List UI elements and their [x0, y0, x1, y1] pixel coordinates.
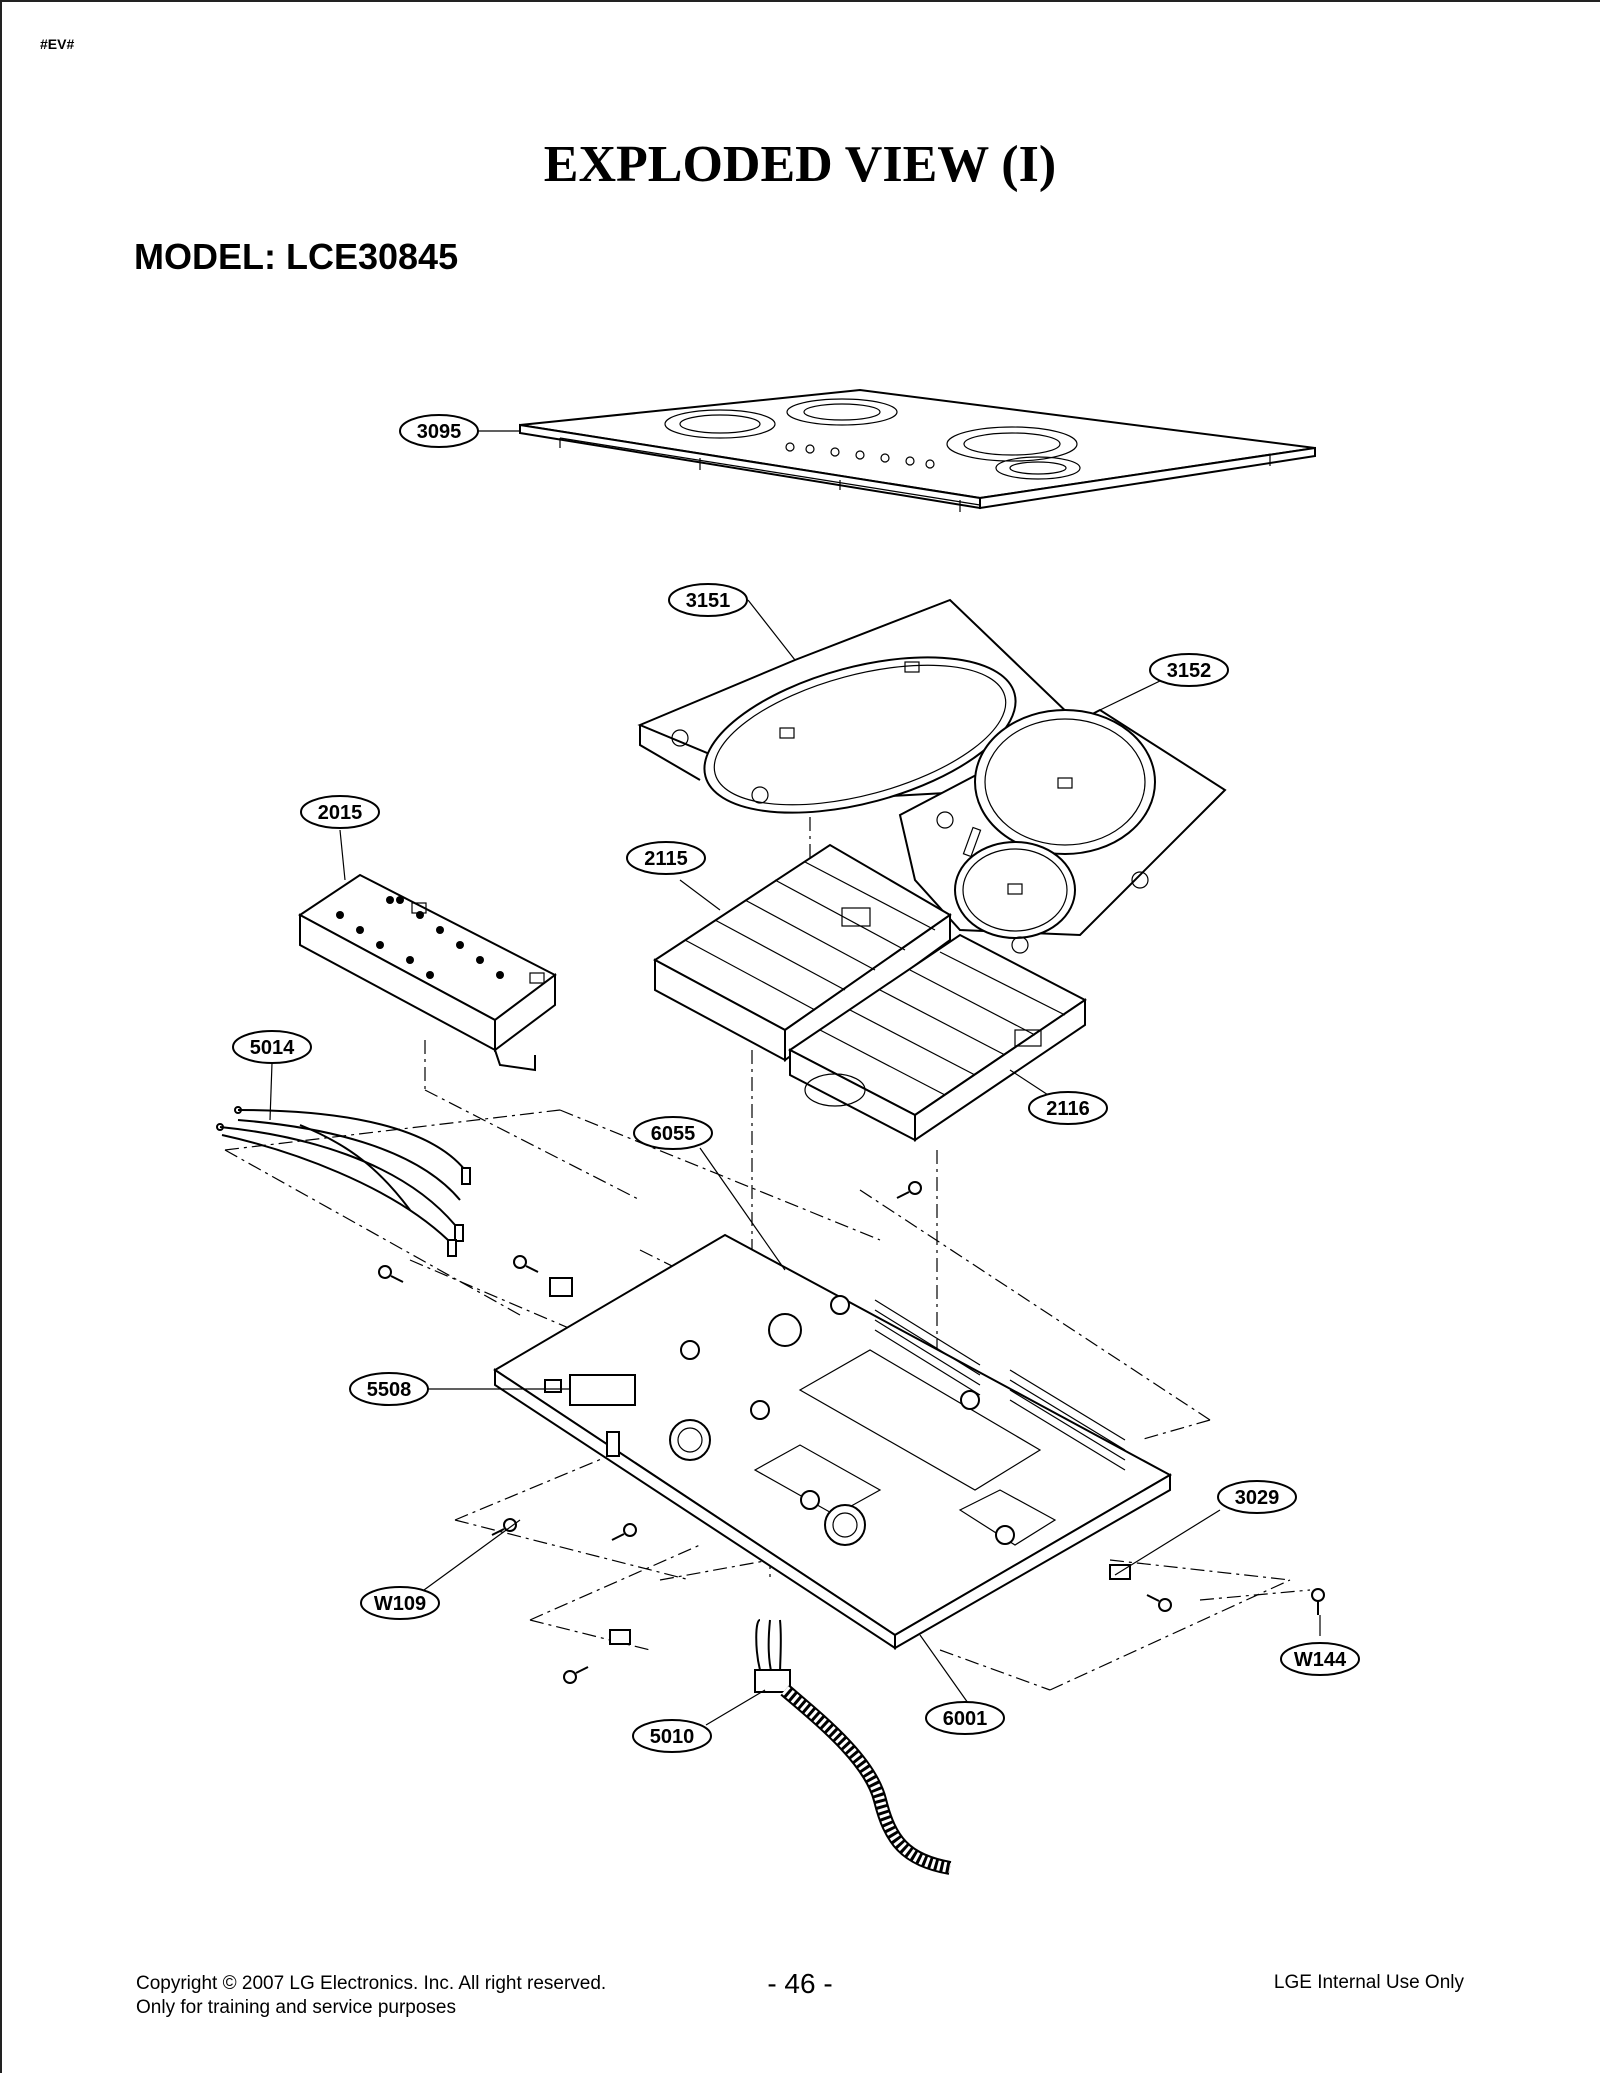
page-title: EXPLODED VIEW (I)	[543, 136, 1057, 193]
standoffs	[669, 1295, 1015, 1546]
part-2115-module	[653, 843, 952, 1062]
svg-text:3151: 3151	[686, 590, 731, 612]
callout-W144: W144	[1280, 1642, 1360, 1676]
vent-grill	[874, 1299, 1126, 1471]
page-border-left	[0, 0, 2, 2073]
callout-5010: 5010	[632, 1719, 712, 1753]
page-number: - 46 -	[767, 1968, 833, 1999]
page-border-top	[0, 0, 1600, 2]
callout-W109: W109	[360, 1586, 440, 1620]
part-5014-wire-harness	[216, 1106, 471, 1257]
callout-2015: 2015	[300, 795, 380, 829]
svg-text:6055: 6055	[651, 1123, 696, 1145]
svg-text:W109: W109	[374, 1593, 426, 1615]
callout-2115: 2115	[626, 841, 706, 875]
part-2116-module	[788, 933, 1087, 1142]
svg-text:5010: 5010	[650, 1726, 695, 1748]
svg-text:5508: 5508	[367, 1379, 412, 1401]
callout-3152: 3152	[1149, 653, 1229, 687]
part-3151-heater-plate	[637, 598, 1077, 814]
svg-text:6001: 6001	[943, 1708, 988, 1730]
svg-text:2116: 2116	[1046, 1098, 1089, 1120]
callout-3151: 3151	[668, 583, 748, 617]
footer-copyright: Copyright © 2007 LG Electronics. Inc. Al…	[136, 1972, 606, 2020]
callout-2116: 2116	[1028, 1091, 1108, 1125]
callout-5014: 5014	[232, 1030, 312, 1064]
callout-3095: 3095	[399, 414, 479, 448]
screws	[378, 1181, 1325, 1684]
svg-text:W144: W144	[1294, 1649, 1347, 1671]
callout-6055: 6055	[633, 1116, 713, 1150]
svg-text:5014: 5014	[250, 1037, 295, 1059]
svg-text:3152: 3152	[1167, 660, 1212, 682]
leader-lines	[269, 430, 1321, 1726]
callout-6001: 6001	[925, 1701, 1005, 1735]
model-label: MODEL: LCE30845	[134, 236, 459, 277]
callout-5508: 5508	[349, 1372, 429, 1406]
usage-text: Only for training and service purposes	[136, 1997, 456, 2018]
svg-text:2115: 2115	[644, 848, 687, 870]
svg-text:3029: 3029	[1235, 1487, 1280, 1509]
svg-text:3095: 3095	[417, 421, 462, 443]
internal-use-label: LGE Internal Use Only	[1273, 1972, 1464, 1993]
part-6001-base-chassis	[493, 1233, 1173, 1650]
part-2015-control-board	[298, 873, 557, 1072]
part-3095-glass-top	[519, 388, 1316, 512]
part-5010-power-cord	[754, 1619, 952, 1875]
section-tag: #EV#	[40, 36, 75, 52]
svg-text:2015: 2015	[318, 802, 363, 824]
copyright-text: Copyright © 2007 LG Electronics. Inc. Al…	[136, 1973, 607, 1994]
terminal-block	[569, 1374, 636, 1406]
callout-3029: 3029	[1217, 1480, 1297, 1514]
